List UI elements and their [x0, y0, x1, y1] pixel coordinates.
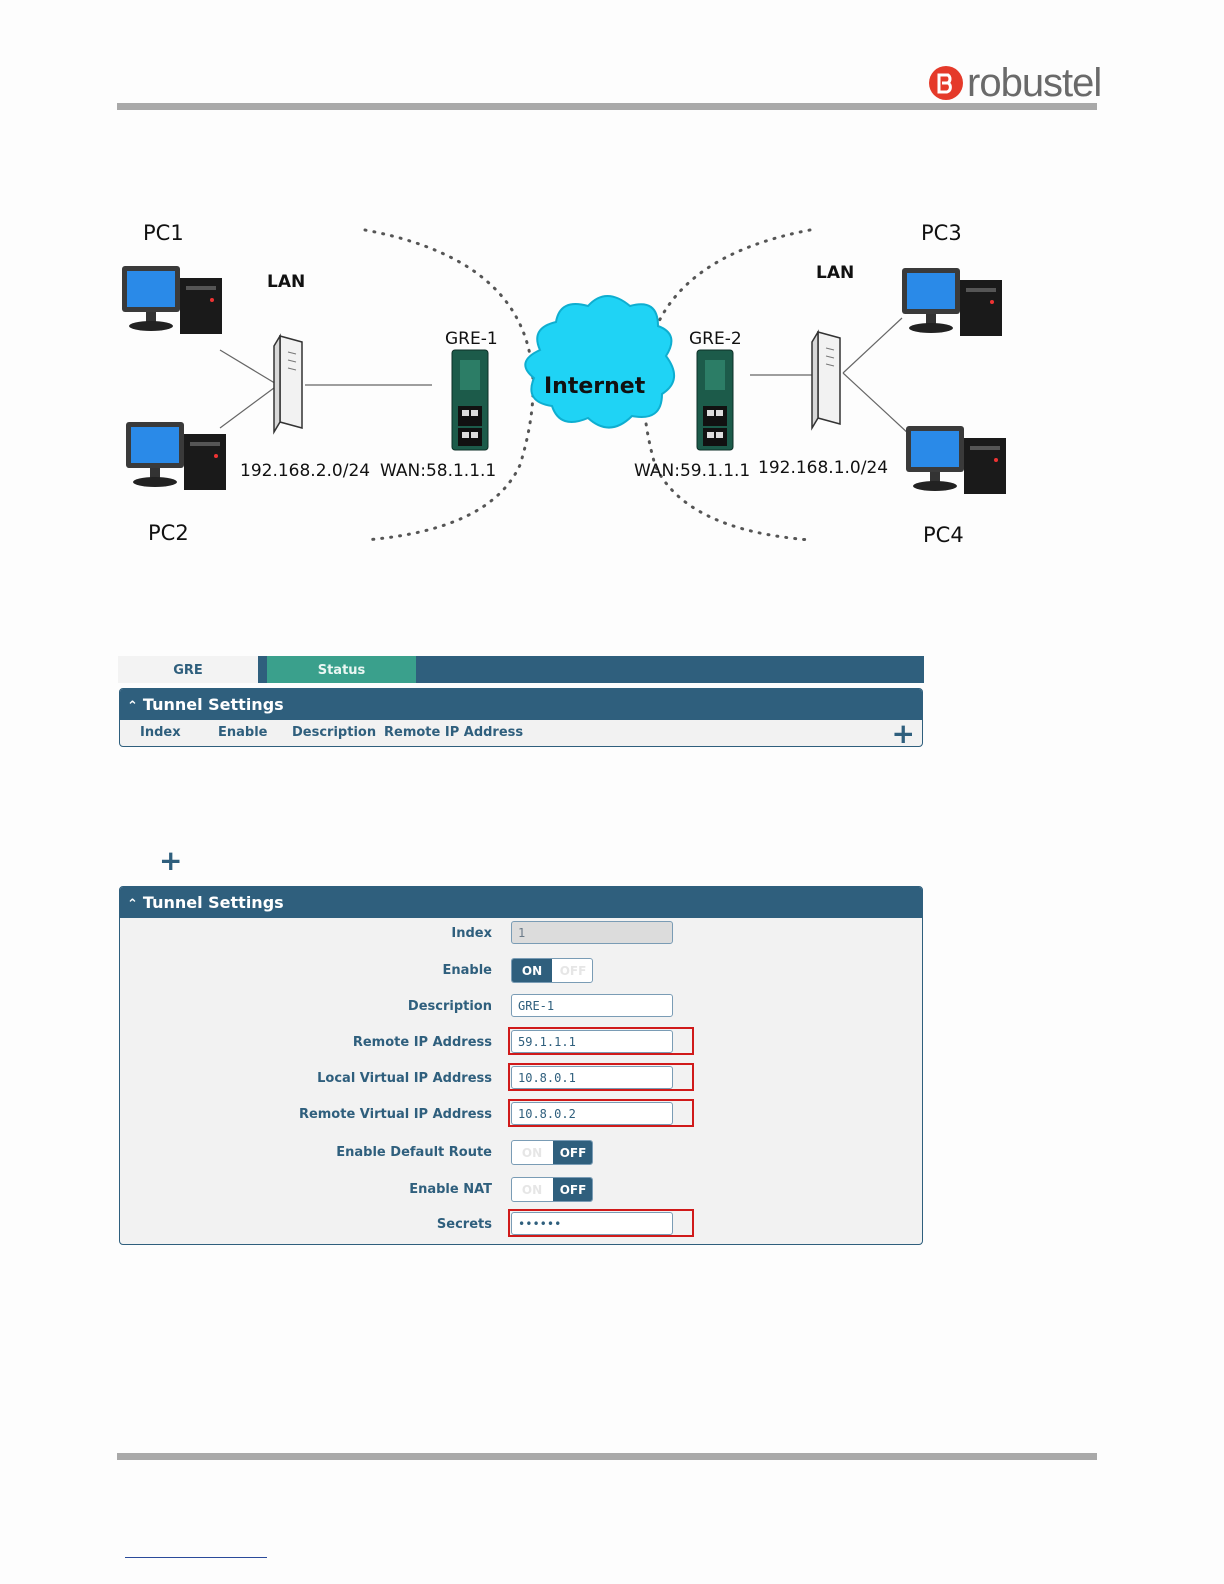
tunnel-list-header[interactable]: ⌃ Tunnel Settings	[120, 689, 922, 720]
tunnel-form-title: Tunnel Settings	[142, 893, 284, 912]
collapse-caret-icon[interactable]: ⌃	[127, 699, 138, 714]
gre1-router-icon	[451, 349, 489, 451]
pc1-label: PC1	[143, 221, 184, 245]
add-tunnel-plus-icon[interactable]: +	[891, 717, 915, 750]
gre1-label: GRE-1	[445, 329, 498, 349]
secrets-field[interactable]: ••••••	[511, 1212, 673, 1235]
brand-name: robustel	[967, 61, 1102, 105]
pc1-icon	[122, 266, 222, 334]
wan-left-label: WAN:58.1.1.1	[380, 461, 496, 481]
gre2-label: GRE-2	[689, 329, 742, 349]
tab-bar: GRE Status	[118, 656, 924, 683]
tunnel-list-panel: ⌃ Tunnel Settings Index Enable Descriptio…	[119, 688, 923, 750]
add-plus-icon[interactable]: +	[159, 844, 183, 877]
robustel-logo: robustel	[928, 61, 1102, 105]
lan-right-label: LAN	[816, 263, 854, 283]
row-description: Description GRE-1	[120, 994, 922, 1020]
col-enable: Enable	[218, 725, 268, 740]
index-label: Index	[451, 926, 492, 941]
tab-status[interactable]: Status	[267, 656, 416, 683]
local-virtual-ip-field[interactable]: 10.8.0.1	[511, 1066, 673, 1089]
header-rule	[117, 103, 1097, 110]
tab-gre[interactable]: GRE	[118, 656, 258, 683]
index-field: 1	[511, 921, 673, 944]
row-local-virtual-ip: Local Virtual IP Address 10.8.0.1	[120, 1063, 922, 1092]
subnet-left-label: 192.168.2.0/24	[240, 461, 370, 481]
tunnel-list-columns: Index Enable Description Remote IP Addre…	[120, 717, 922, 750]
right-switch-icon	[811, 331, 841, 429]
remote-virtual-ip-highlight	[508, 1099, 694, 1127]
left-network-boundary	[363, 228, 535, 542]
remote-ip-label: Remote IP Address	[352, 1035, 492, 1050]
toggle-off: OFF	[553, 1178, 592, 1201]
description-label: Description	[407, 999, 492, 1014]
remote-virtual-ip-field[interactable]: 10.8.0.2	[511, 1102, 673, 1125]
enable-label: Enable	[442, 963, 493, 978]
pc3-icon	[902, 268, 1002, 336]
right-network-boundary	[642, 228, 812, 542]
toggle-off: OFF	[553, 1141, 592, 1164]
pc3-label: PC3	[921, 221, 962, 245]
lan-left-label: LAN	[267, 272, 305, 292]
footer-rule	[117, 1453, 1097, 1460]
pc2-icon	[126, 422, 226, 490]
remote-ip-highlight	[508, 1027, 694, 1055]
tunnel-form-header[interactable]: ⌃ Tunnel Settings	[120, 887, 922, 918]
gre-network-diagram: PC1 PC2 PC3 PC4 LAN LAN GRE-1 GRE-2 Inte…	[122, 221, 1006, 547]
toggle-on: ON	[521, 1146, 543, 1160]
pc4-icon	[906, 426, 1006, 494]
col-index: Index	[140, 725, 181, 740]
enable-toggle[interactable]: ON OFF	[511, 958, 593, 983]
remote-virtual-ip-label: Remote Virtual IP Address	[298, 1107, 492, 1122]
subnet-right-label: 192.168.1.0/24	[758, 458, 888, 478]
default-route-label: Enable Default Route	[336, 1145, 492, 1160]
nat-toggle[interactable]: ON OFF	[511, 1177, 593, 1202]
toggle-off: OFF	[559, 964, 587, 978]
row-index: Index 1	[120, 921, 922, 947]
row-secrets: Secrets ••••••	[120, 1209, 922, 1238]
collapse-caret-icon[interactable]: ⌃	[127, 897, 138, 912]
row-remote-ip: Remote IP Address 59.1.1.1	[120, 1027, 922, 1056]
secrets-label: Secrets	[436, 1217, 492, 1232]
internet-cloud-icon	[524, 295, 675, 429]
footer-link-underline	[125, 1557, 267, 1558]
tunnel-form-panel: ⌃ Tunnel Settings Index 1 Enable ON OFF D…	[119, 886, 923, 1245]
toggle-on: ON	[521, 1183, 543, 1197]
col-description: Description	[292, 725, 377, 740]
robustel-logo-icon	[929, 66, 963, 100]
local-virtual-ip-highlight	[508, 1063, 694, 1091]
pc2-label: PC2	[148, 521, 189, 545]
col-remote-ip: Remote IP Address	[384, 725, 524, 740]
row-remote-virtual-ip: Remote Virtual IP Address 10.8.0.2	[120, 1099, 922, 1128]
pc4-label: PC4	[923, 523, 964, 547]
tunnel-list-title: Tunnel Settings	[142, 695, 284, 714]
wan-right-label: WAN:59.1.1.1	[634, 461, 750, 481]
row-enable: Enable ON OFF	[120, 958, 922, 984]
left-switch-icon	[273, 335, 303, 433]
internet-label: Internet	[544, 374, 646, 399]
toggle-on: ON	[512, 959, 552, 982]
default-route-toggle[interactable]: ON OFF	[511, 1140, 593, 1165]
local-virtual-ip-label: Local Virtual IP Address	[317, 1071, 492, 1086]
remote-ip-field[interactable]: 59.1.1.1	[511, 1030, 673, 1053]
description-field[interactable]: GRE-1	[511, 994, 673, 1017]
gre2-router-icon	[696, 349, 734, 451]
row-nat: Enable NAT ON OFF	[120, 1177, 922, 1203]
row-default-route: Enable Default Route ON OFF	[120, 1140, 922, 1166]
secrets-highlight	[508, 1209, 694, 1237]
nat-label: Enable NAT	[409, 1182, 492, 1197]
